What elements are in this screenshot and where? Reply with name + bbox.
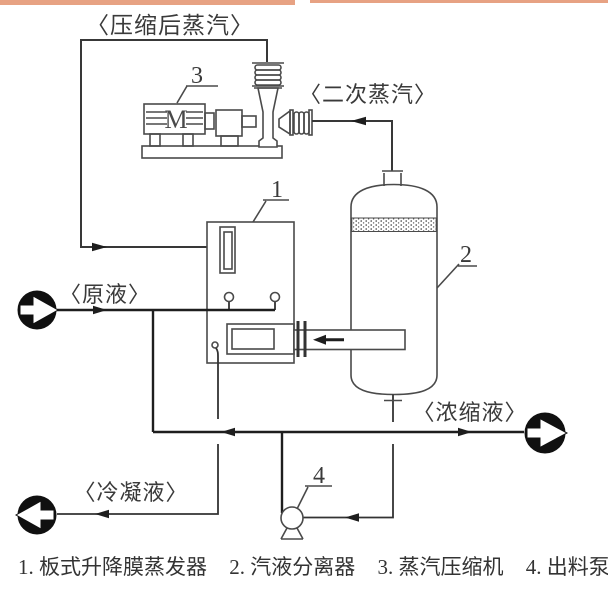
label-condensate: 〈冷凝液〉 [73, 480, 188, 505]
concentrate-line [153, 427, 524, 437]
top-accent-bar-left [0, 0, 295, 5]
arrow-left-icon [95, 509, 109, 519]
diagram-canvas: 〈压缩后蒸汽〉 M [14, 13, 569, 540]
discharge-bellows [252, 62, 284, 87]
pipe-arrow-left-icon [313, 334, 326, 345]
pump-foot [280, 527, 304, 540]
label-secondary-steam: 〈二次蒸汽〉 [299, 82, 437, 107]
motor-fins [146, 111, 203, 125]
compressed-steam-line [80, 39, 268, 252]
motor-foot-left [149, 133, 161, 147]
legend-item-pump: 4. 出料泵 [525, 555, 608, 579]
evaporator-body [206, 221, 295, 364]
legend-item-evaporator: 1. 板式升降膜蒸发器 [18, 555, 207, 579]
pump-casing [280, 506, 304, 530]
evaporator-separator-pipe [293, 321, 406, 357]
label-compressed-steam: 〈压缩后蒸汽〉 [86, 13, 254, 38]
suction-bellows [289, 109, 313, 136]
suction-cone [278, 109, 291, 136]
arrow-left-icon [351, 116, 366, 126]
steam-compressor: M [141, 62, 313, 159]
flow-in-arrow-icon [19, 295, 60, 325]
arrow-left-icon [345, 513, 359, 522]
bearing-pedestal [220, 135, 239, 147]
condensate-drain-nozzle [211, 341, 219, 349]
label-3: 3 [191, 63, 203, 89]
discharge-pump [280, 432, 394, 540]
compressor-base [141, 145, 283, 159]
label-feed: 〈原液〉 [59, 282, 151, 307]
motor-foot-right [182, 133, 194, 147]
motor-letter: M [164, 105, 187, 134]
label-1: 1 [271, 177, 283, 203]
separator-number-callout: 2 [436, 242, 477, 289]
coupling [204, 112, 215, 130]
demister-pad [351, 217, 437, 232]
compressor-body [257, 87, 279, 148]
flow-out-arrow-icon [526, 417, 569, 449]
legend-item-separator: 2. 汽液分离器 [229, 555, 356, 579]
label-2: 2 [460, 242, 472, 268]
legend-caption: 1. 板式升降膜蒸发器 2. 汽液分离器 3. 蒸汽压缩机 4. 出料泵 [18, 551, 608, 581]
separator-shell [350, 183, 438, 396]
arrow-right-icon [93, 305, 107, 315]
feed-inlet-symbol [17, 290, 60, 330]
secondary-steam-line [312, 116, 393, 171]
compressor-number-callout: 3 [176, 63, 218, 104]
steam-inlet-slot-inner [223, 231, 233, 270]
evaporator-number-callout: 1 [252, 177, 289, 223]
outlet-duct-inner [231, 328, 275, 350]
steam-inlet-slot [219, 226, 236, 274]
label-4: 4 [313, 463, 325, 489]
arrow-left-icon [221, 427, 235, 437]
pump-number-callout: 4 [296, 463, 332, 510]
arrow-right-icon [92, 242, 107, 252]
feed-line [56, 305, 275, 432]
condensate-line [57, 347, 219, 519]
shaft [241, 115, 257, 128]
concentrate-outlet-symbol [524, 412, 569, 454]
separator-bottom-nozzle [384, 394, 402, 422]
bearing-block [215, 109, 243, 137]
condensate-outlet-symbol [14, 495, 57, 535]
label-concentrate: 〈浓缩液〉 [412, 400, 527, 425]
motor-body [143, 103, 206, 135]
top-accent-bar-right [310, 0, 608, 3]
legend-item-compressor: 3. 蒸汽压缩机 [377, 555, 504, 579]
feed-nozzles [223, 291, 281, 310]
separator-top-nozzle [382, 170, 403, 186]
vapor-liquid-separator [350, 170, 438, 422]
flow-out-arrow-icon [14, 500, 55, 530]
plate-evaporator [206, 221, 295, 364]
pipe-flange [296, 321, 307, 357]
arrow-right-icon [458, 427, 472, 437]
